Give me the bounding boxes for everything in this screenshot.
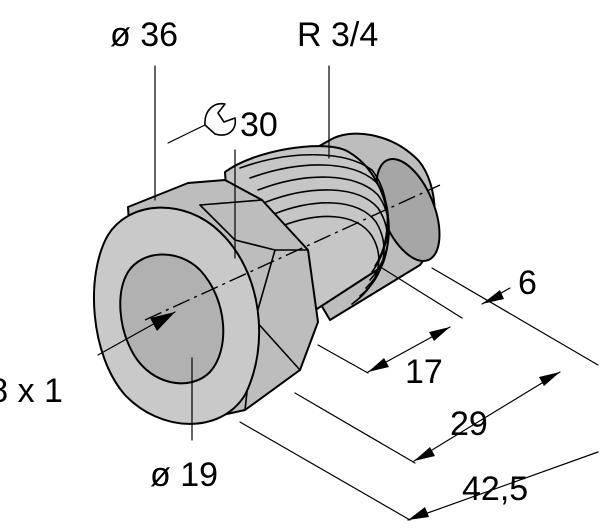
label-dim-42-5: 42,5	[462, 470, 528, 508]
center-line	[144, 184, 441, 321]
dimension-29: 29	[413, 371, 561, 462]
front-face	[93, 206, 261, 425]
label-thread: R 3/4	[297, 16, 378, 54]
label-inner-diameter: ø 19	[150, 456, 218, 494]
leader-inner-diameter: ø 19	[150, 357, 218, 494]
dimension-6: 6	[481, 264, 537, 305]
wrench-size-group: 30	[167, 102, 278, 259]
label-dim-6: 6	[518, 264, 537, 302]
dimension-42-5: 42,5	[407, 451, 599, 521]
front-face-bore	[119, 253, 225, 385]
dimension-17: 17	[367, 326, 451, 391]
label-dim-29: 29	[450, 405, 488, 443]
leader-metric-thread: M18 x 1	[0, 311, 176, 410]
label-wrench-size: 30	[240, 106, 278, 144]
label-metric-thread: M18 x 1	[0, 372, 63, 410]
label-dim-17: 17	[405, 353, 443, 391]
extension-lines	[239, 267, 599, 521]
wrench-icon	[204, 102, 237, 136]
label-outer-diameter: ø 36	[110, 16, 178, 54]
leader-outer-diameter: ø 36	[110, 16, 178, 201]
leader-thread: R 3/4	[297, 16, 378, 159]
